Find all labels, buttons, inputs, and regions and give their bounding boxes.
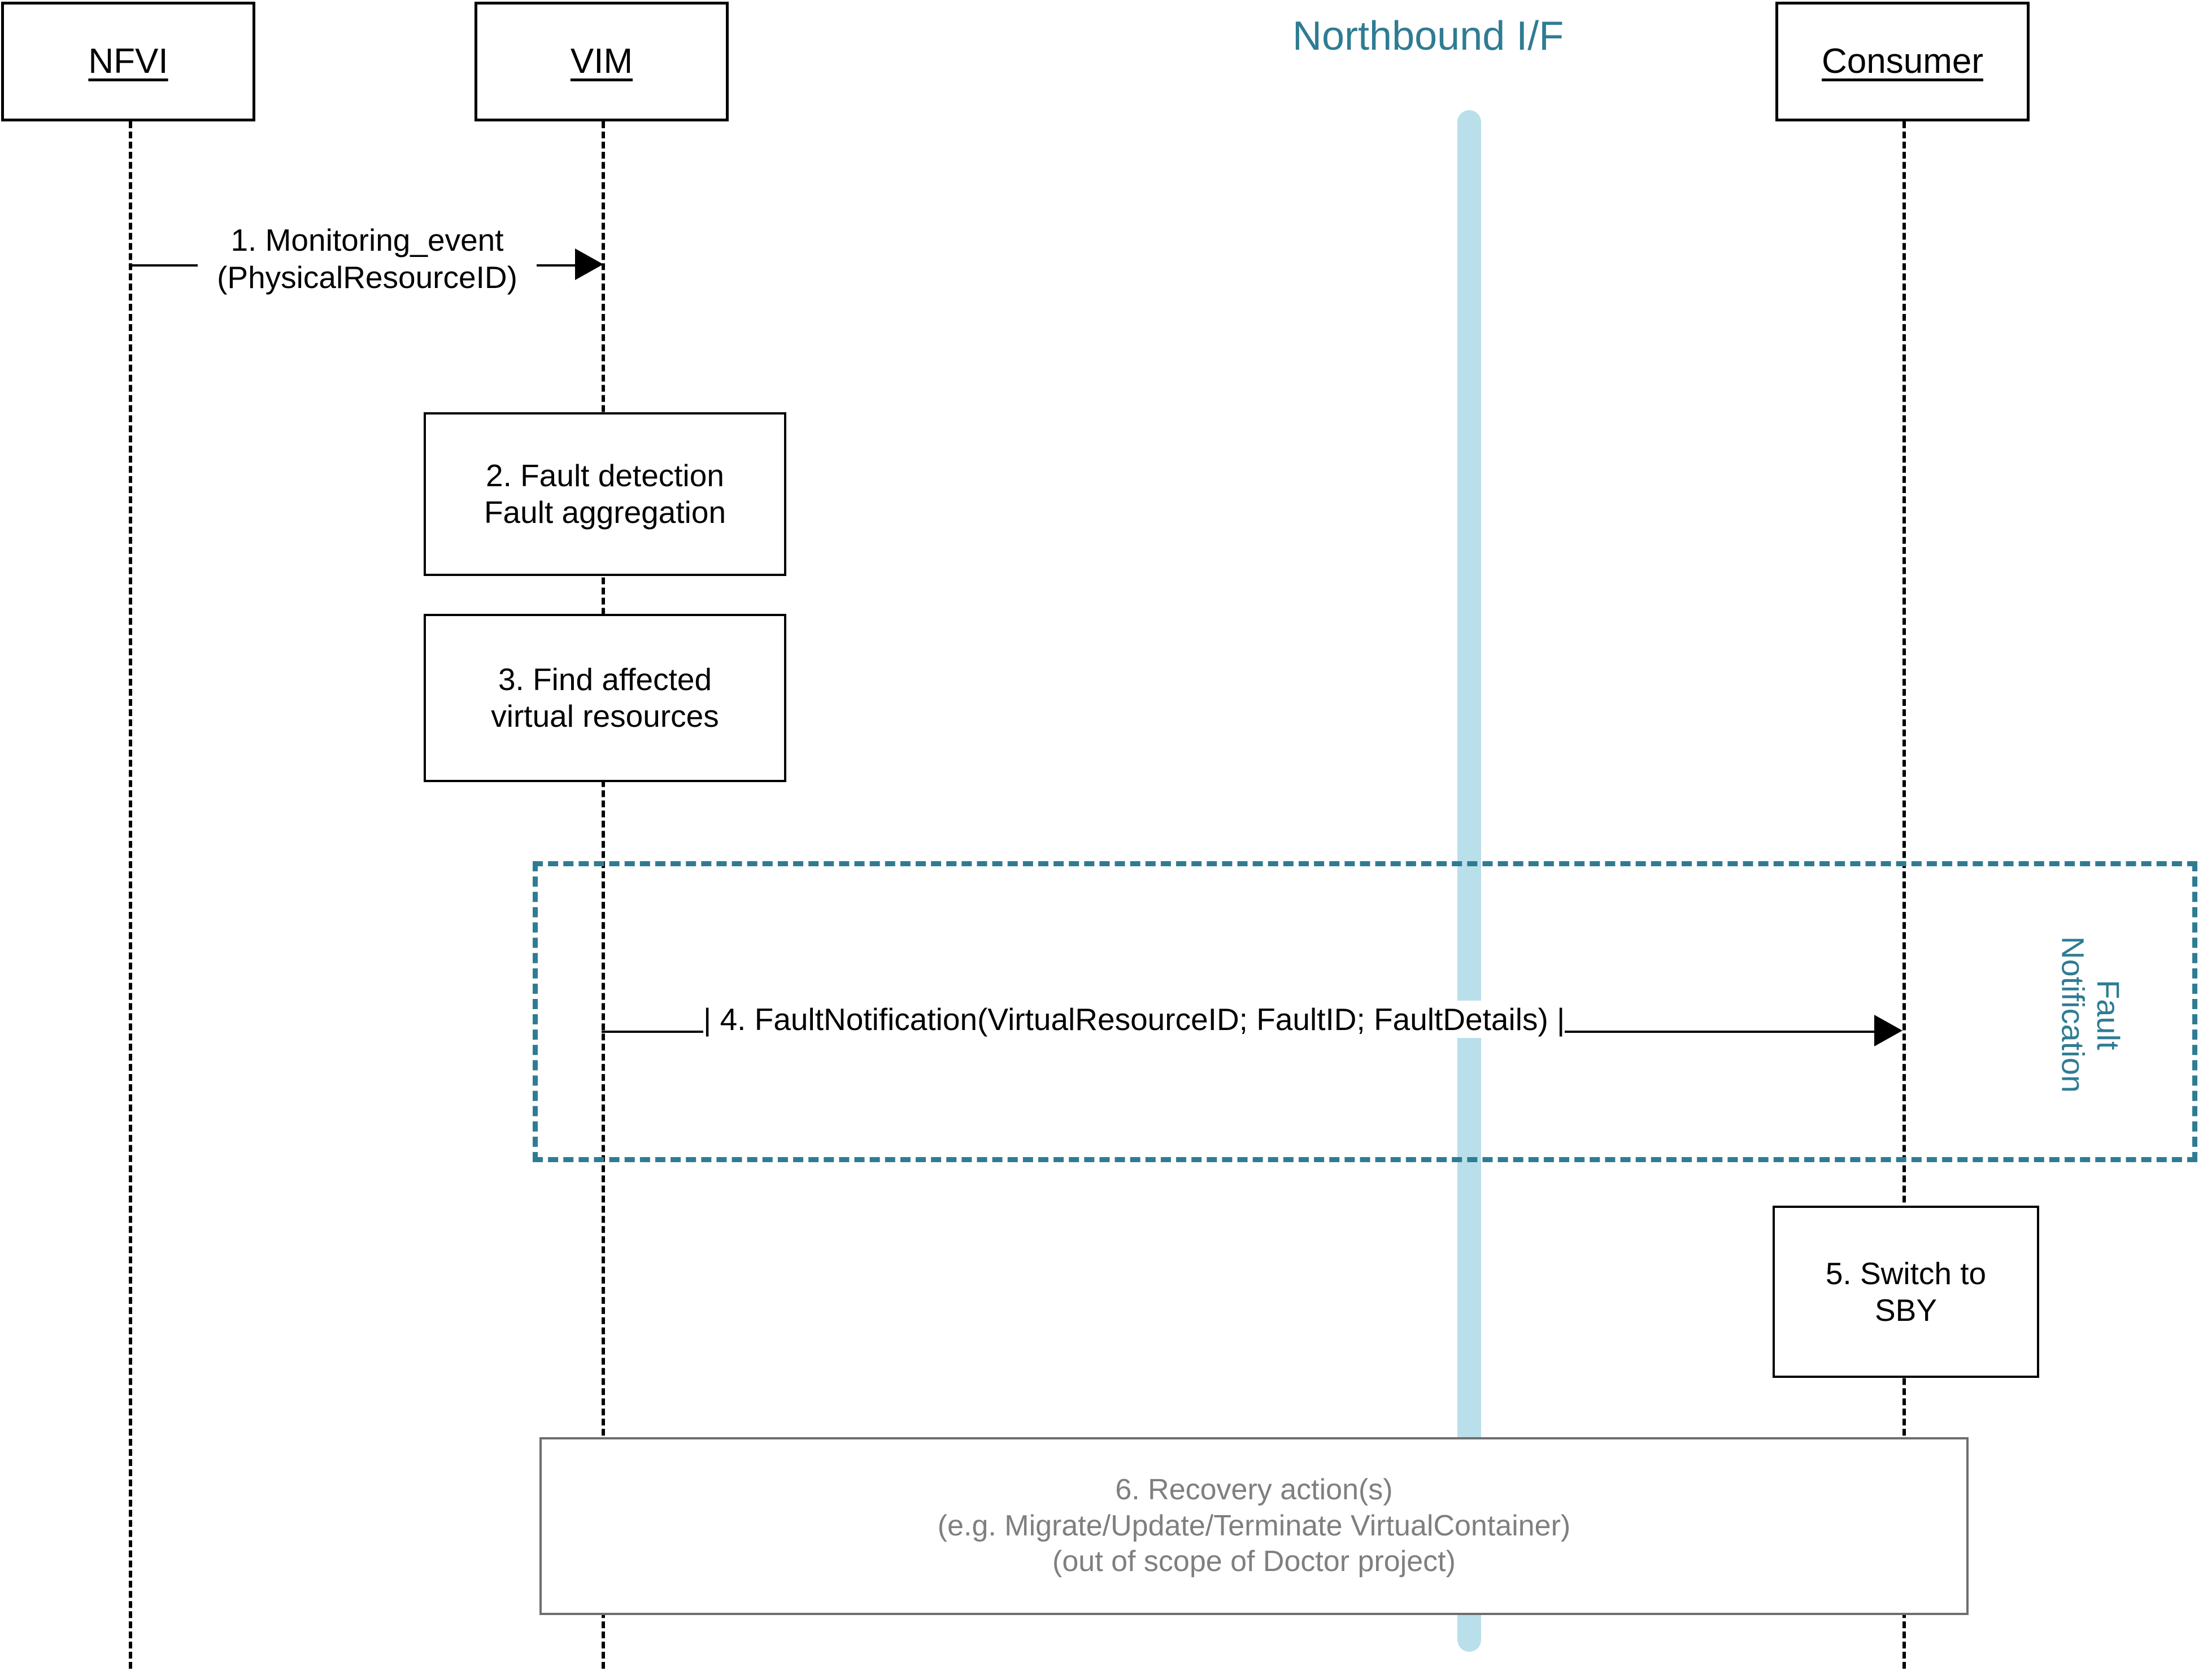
message-1-arrowhead <box>575 248 603 280</box>
activity-3-line1: 3. Find affected <box>498 662 712 697</box>
message-1-label-line2: (PhysicalResourceID) <box>217 260 517 295</box>
activity-box-find-affected-resources[interactable]: 3. Find affected virtual resources <box>424 614 786 782</box>
recovery-note-line3: (out of scope of Doctor project) <box>1052 1545 1456 1578</box>
message-1-label: 1. Monitoring_event (PhysicalResourceID) <box>198 221 537 296</box>
activity-2-line2: Fault aggregation <box>484 495 726 530</box>
actor-box-vim[interactable]: VIM <box>474 2 729 121</box>
lifeline-consumer <box>1902 121 1906 1669</box>
lifeline-vim <box>602 121 605 1669</box>
activity-3-line2: virtual resources <box>491 699 719 734</box>
northbound-interface-title: Northbound I/F <box>1292 14 1564 59</box>
actor-label-nfvi: NFVI <box>88 42 168 81</box>
actor-box-nfvi[interactable]: NFVI <box>1 2 255 121</box>
message-1-label-line1: 1. Monitoring_event <box>230 222 504 258</box>
lifeline-nfvi <box>129 121 132 1669</box>
actor-box-consumer[interactable]: Consumer <box>1775 2 2030 121</box>
activity-5-line1: 5. Switch to <box>1825 1255 1987 1291</box>
recovery-actions-note[interactable]: 6. Recovery action(s) (e.g. Migrate/Upda… <box>539 1437 1969 1615</box>
actor-label-consumer: Consumer <box>1822 42 1983 81</box>
activity-box-fault-detection[interactable]: 2. Fault detection Fault aggregation <box>424 412 786 576</box>
recovery-note-line2: (e.g. Migrate/Update/Terminate VirtualCo… <box>937 1509 1571 1542</box>
activity-2-line1: 2. Fault detection <box>486 458 724 494</box>
message-4-label-text: | 4. FaultNotification(VirtualResourceID… <box>703 1002 1565 1037</box>
activity-box-switch-to-sby[interactable]: 5. Switch to SBY <box>1773 1206 2039 1378</box>
actor-label-vim: VIM <box>570 42 633 81</box>
fault-notification-fragment-label: Fault Notification <box>2055 936 2126 1093</box>
northbound-interface-bar <box>1457 110 1481 1652</box>
fault-notification-fragment <box>533 861 2197 1162</box>
recovery-note-line1: 6. Recovery action(s) <box>1115 1473 1393 1507</box>
activity-5-line2: SBY <box>1874 1292 1938 1328</box>
message-4-label: | 4. FaultNotification(VirtualResourceID… <box>703 1001 1565 1038</box>
message-4-arrowhead <box>1874 1015 1902 1046</box>
